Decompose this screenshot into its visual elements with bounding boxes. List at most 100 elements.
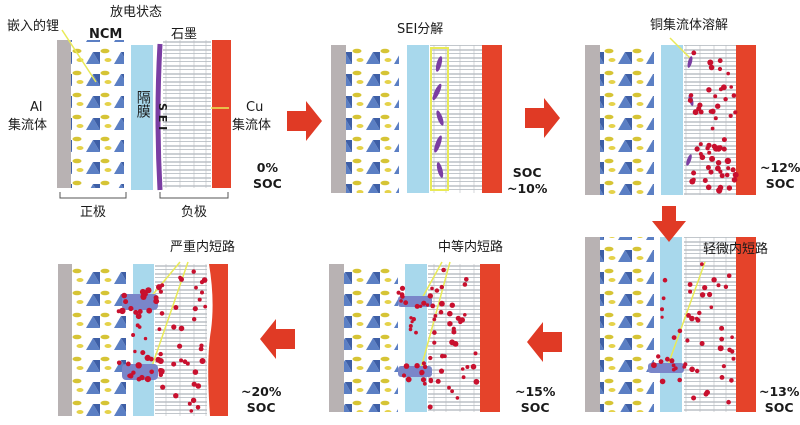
label-discharge-state: 放电状态: [110, 5, 163, 20]
particle-dot: [441, 267, 446, 273]
particle-dot: [143, 336, 148, 341]
dendrite-particles: [396, 267, 480, 410]
particle-dot: [677, 377, 682, 383]
al-collector: [58, 264, 72, 416]
panel-5-title: 中等内短路: [438, 240, 504, 255]
particle-dot: [730, 167, 736, 173]
soc-readout-6: ~20% SOC: [241, 384, 281, 415]
label-ncm: NCM: [89, 27, 123, 42]
particle-dot: [710, 126, 715, 131]
particle-dot: [730, 349, 735, 354]
soc-unit: SOC: [246, 399, 276, 415]
particle-dot: [669, 358, 675, 364]
particle-dot: [708, 109, 713, 114]
al-collector: [585, 45, 600, 195]
cathode-layer: [600, 45, 654, 195]
particle-dot: [733, 110, 738, 115]
sei-highlight-box: [430, 47, 449, 191]
particle-dot: [158, 368, 165, 375]
particle-dot: [709, 155, 716, 162]
particle-dot: [434, 288, 440, 293]
particle-dot: [156, 284, 162, 291]
panel-3: [585, 37, 756, 195]
al-collector: [329, 264, 344, 412]
soc-readout-4: ~13% SOC: [759, 384, 799, 415]
particle-dot: [716, 187, 723, 194]
particle-dot: [428, 355, 433, 361]
particle-dot: [460, 367, 465, 371]
label-cathode: 正极: [80, 205, 107, 220]
particle-dot: [128, 305, 134, 312]
cu-collector: [736, 45, 756, 195]
particle-dot: [425, 303, 430, 307]
separator: [660, 237, 682, 412]
particle-dot: [699, 154, 706, 161]
particle-dot: [651, 362, 657, 369]
particle-dot: [689, 366, 695, 373]
particle-dot: [135, 323, 140, 328]
particle-dot: [182, 359, 188, 365]
separator: [131, 45, 153, 190]
particle-dot: [726, 273, 732, 279]
cathode-layer: [600, 237, 654, 412]
label-al: Al: [30, 100, 43, 115]
particle-dot: [155, 356, 162, 363]
particle-dot: [195, 405, 201, 410]
particle-dot: [715, 103, 721, 109]
particle-dot: [719, 173, 725, 179]
particle-dot: [691, 395, 697, 401]
particle-dot: [707, 150, 712, 155]
label-intercalated-li: 嵌入的锂: [7, 19, 60, 34]
particle-dot: [173, 393, 179, 399]
particle-dot: [463, 313, 467, 317]
particle-dot: [192, 306, 198, 312]
particle-dot: [160, 384, 166, 390]
particle-dot: [438, 368, 445, 374]
particle-dot: [137, 362, 142, 367]
particle-dot: [396, 290, 401, 295]
particle-dot: [195, 383, 202, 389]
particle-dot: [726, 185, 733, 191]
particle-dot: [414, 303, 420, 309]
particle-dot: [660, 307, 664, 312]
particle-dot: [432, 330, 437, 335]
arrow-right-icon: [525, 98, 560, 138]
cathode-bracket: [59, 192, 127, 199]
sei-fragments: [432, 56, 444, 178]
panel-6: [58, 261, 228, 416]
soc-unit: SOC: [520, 399, 550, 415]
dissolved-cu-particles: [687, 50, 739, 194]
particle-dot: [470, 363, 477, 370]
particle-dot: [399, 285, 406, 291]
particle-dot: [433, 314, 438, 318]
al-collector: [585, 237, 600, 412]
soc-readout-1: 0% SOC: [253, 160, 282, 191]
particle-dot: [673, 366, 678, 371]
particle-dot: [178, 275, 183, 280]
particle-dot: [145, 287, 152, 294]
callout-line: [419, 261, 443, 303]
particle-dot: [146, 307, 153, 314]
particle-dot: [658, 359, 664, 364]
particle-dot: [713, 94, 718, 99]
soc-value: ~12%: [760, 160, 800, 175]
particle-dot: [685, 338, 690, 343]
particle-dot: [709, 305, 714, 310]
particle-dot: [421, 300, 427, 306]
al-collector: [331, 45, 346, 193]
particle-dot: [464, 277, 469, 282]
particle-dot: [144, 376, 151, 383]
particle-dot: [420, 377, 427, 383]
particle-dot: [721, 146, 727, 152]
particle-dot: [399, 299, 403, 303]
particle-dot: [197, 297, 202, 302]
particle-dot: [721, 137, 727, 143]
particle-dot: [427, 404, 433, 410]
separator: [661, 45, 683, 195]
particle-dot: [400, 294, 405, 299]
sei-layer: [155, 43, 163, 191]
particle-dot: [198, 346, 204, 352]
separator: [405, 264, 427, 412]
particle-dot: [422, 381, 427, 386]
particle-dot: [158, 289, 163, 294]
